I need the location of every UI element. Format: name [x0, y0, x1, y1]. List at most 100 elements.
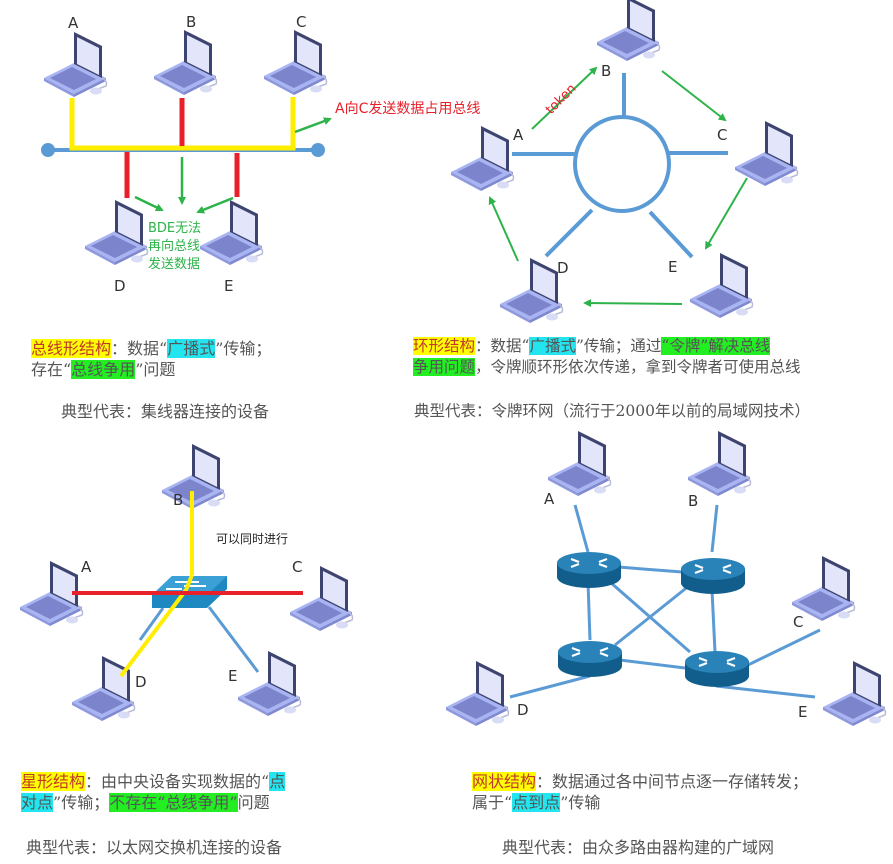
node-label-b: B — [688, 492, 698, 510]
laptop-e-icon — [822, 660, 887, 727]
highlight-to-point: 对点 — [21, 793, 54, 812]
node-label-b: B — [173, 491, 183, 509]
laptop-c-icon — [791, 555, 856, 622]
mesh-link-r3-r4 — [619, 658, 686, 670]
router-2-icon — [679, 556, 747, 596]
blocked-annotation-line3: 发送数据 — [148, 256, 200, 272]
node-label-a: A — [81, 558, 92, 576]
node-label-c: C — [296, 13, 306, 31]
star-link-e — [207, 606, 260, 673]
mesh-link-e-r4 — [715, 684, 816, 699]
laptop-d-icon — [445, 660, 510, 727]
bus-title: 总线形结构 — [31, 339, 112, 358]
laptop-a-icon — [450, 125, 515, 192]
laptop-d-icon — [84, 199, 149, 266]
ring-spoke-d — [544, 208, 594, 258]
caption-text: ：由中央设备实现数据的“ — [85, 772, 270, 791]
node-label-a: A — [68, 14, 79, 32]
highlight-point-to-point: 点到点 — [512, 793, 561, 812]
star-caption: 星形结构：由中央设备实现数据的“点 对点”传输；不存在“总线争用”问题 — [21, 771, 361, 813]
mesh-link-c-r4 — [747, 628, 821, 667]
node-label-c: C — [717, 126, 727, 144]
caption-text: ”传输；通过 — [575, 337, 662, 355]
blocked-annotation-line1: BDE无法 — [148, 221, 201, 236]
laptop-b-icon — [687, 430, 752, 497]
occupied-bus-path — [69, 97, 296, 151]
highlight-bus-contention: 总线争用 — [71, 360, 136, 379]
highlight-point: 点 — [269, 772, 286, 791]
highlight-broadcast: 广播式 — [167, 339, 216, 358]
caption-text: 属于“ — [472, 793, 513, 812]
star-link-d — [119, 574, 194, 678]
laptop-d-icon — [71, 655, 136, 722]
simultaneous-annotation: 可以同时进行 — [216, 532, 288, 546]
node-label-c: C — [793, 613, 803, 631]
star-link-d-base — [138, 607, 165, 641]
ring-representative: 典型代表：令牌环网（流行于2000年以前的局域网技术） — [414, 402, 810, 420]
token-arrow-c-e — [704, 177, 748, 250]
token-label: token — [543, 81, 579, 117]
laptop-b-icon — [153, 29, 218, 96]
mesh-title: 网状结构 — [472, 772, 537, 791]
node-label-d: D — [557, 259, 569, 277]
node-label-e: E — [224, 277, 233, 295]
node-label-d: D — [135, 673, 147, 691]
mesh-topology: A B C D E — [445, 430, 887, 727]
laptop-e-icon — [237, 650, 302, 717]
caption-text: ：数据“ — [475, 337, 530, 355]
caption-text: ，令牌顺环形依次传递，拿到令牌者可使用总线 — [475, 358, 801, 376]
token-arrow-e-d — [583, 299, 683, 308]
star-title: 星形结构 — [21, 772, 86, 791]
node-label-b: B — [601, 62, 611, 80]
node-label-a: A — [513, 126, 524, 144]
node-label-e: E — [668, 258, 677, 276]
caption-text: ”问题 — [135, 360, 176, 379]
token-arrow-d-a — [488, 196, 519, 262]
token-arrow-a-b — [531, 66, 598, 130]
laptop-a-icon — [547, 430, 612, 497]
mesh-link-d-r3 — [509, 674, 591, 699]
highlight-no-contention: 不存在“总线争用” — [109, 793, 238, 812]
highlight-token: “令牌”解决总线 — [661, 337, 771, 355]
caption-text: ：数据通过各中间节点逐一存储转发； — [536, 772, 809, 791]
mesh-link-r2-r3 — [614, 583, 691, 647]
ring-topology: token A B C D E — [450, 0, 799, 324]
caption-text: ”传输； — [215, 339, 272, 358]
caption-text: 存在“ — [31, 360, 72, 379]
laptop-b-icon — [596, 0, 661, 62]
star-representative: 典型代表：以太网交换机连接的设备 — [26, 838, 283, 857]
mesh-representative: 典型代表：由众多路由器构建的广域网 — [502, 838, 775, 857]
token-arrow-b-c — [661, 70, 727, 122]
caption-text: 问题 — [237, 793, 270, 812]
mesh-link-b-r2 — [710, 504, 719, 553]
highlight-broadcast: 广播式 — [529, 337, 576, 355]
node-label-d: D — [114, 277, 126, 295]
router-3-icon — [556, 639, 624, 679]
router-4-icon — [683, 649, 751, 689]
mesh-link-r1-r3 — [586, 581, 592, 641]
node-label-d: D — [517, 701, 529, 719]
mesh-link-r1-r2 — [617, 565, 683, 574]
node-label-e: E — [798, 703, 807, 721]
laptop-d-icon — [499, 257, 564, 324]
node-label-e: E — [228, 667, 237, 685]
star-topology: B A C D E 可以同时进行 — [19, 443, 354, 722]
blocked-arrow-e — [196, 196, 234, 214]
node-label-a: A — [544, 490, 555, 508]
bus-topology: A B C D E A向C发送数据占用总线 BDE无法 再向总线 发送数据 — [41, 13, 480, 295]
bus-terminator-right — [311, 143, 325, 157]
ring-caption: 环形结构：数据“广播式”传输；通过“令牌”解决总线 争用问题，令牌顺环形依次传递… — [413, 336, 888, 378]
node-label-c: C — [292, 558, 302, 576]
laptop-c-icon — [734, 120, 799, 187]
highlight-contention: 争用问题 — [413, 358, 476, 376]
laptop-e-icon — [199, 199, 264, 266]
bus-representative: 典型代表：集线器连接的设备 — [61, 402, 270, 421]
caption-text: ：数据“ — [111, 339, 168, 358]
bus-terminator-left — [41, 143, 55, 157]
ring-line — [573, 115, 671, 213]
mesh-link-a-r1 — [573, 504, 590, 553]
laptop-e-icon — [689, 252, 754, 319]
occupy-annotation: A向C发送数据占用总线 — [335, 101, 480, 117]
caption-text: ”传输 — [560, 793, 601, 812]
